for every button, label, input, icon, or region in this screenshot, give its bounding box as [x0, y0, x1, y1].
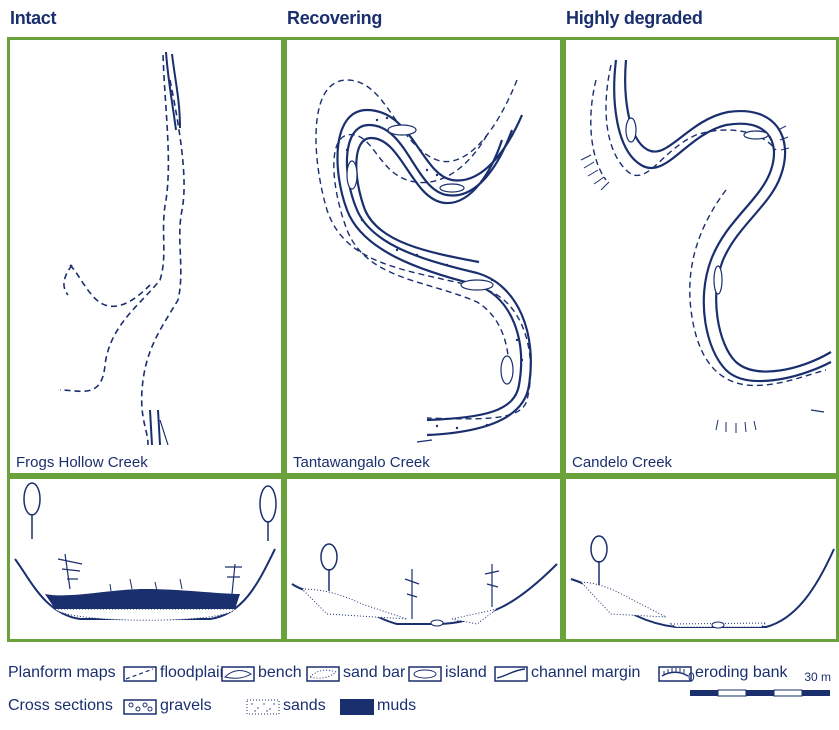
planform-map-recovering	[287, 40, 560, 473]
cross-section-panel-intact	[7, 476, 284, 642]
sand-bar-swatch-icon	[306, 666, 340, 682]
column-heading-recovering: Recovering	[287, 8, 382, 29]
floodplain-swatch-icon	[123, 666, 157, 682]
legend-gravels-label: gravels	[160, 697, 212, 715]
creek-label-tantawangalo: Tantawangalo Creek	[293, 454, 430, 471]
creek-label-frogs-hollow: Frogs Hollow Creek	[16, 454, 148, 471]
legend-island-label: island	[445, 664, 487, 682]
planform-panel-recovering: Tantawangalo Creek	[284, 37, 563, 476]
gravels-swatch-icon	[123, 699, 157, 715]
scale-bar-graphic	[690, 688, 830, 698]
planform-panel-intact: Frogs Hollow Creek	[7, 37, 284, 476]
scale-bar: 0 30 m	[688, 670, 833, 710]
cross-section-panel-degraded	[563, 476, 839, 642]
planform-map-intact	[10, 40, 281, 473]
cross-section-panel-recovering	[284, 476, 563, 642]
legend-floodplain-label: floodplain	[160, 664, 229, 682]
cross-section-intact	[10, 479, 281, 639]
legend-sand-bar-label: sand bar	[343, 664, 405, 682]
legend-bench-label: bench	[258, 664, 302, 682]
column-heading-degraded: Highly degraded	[566, 8, 703, 29]
legend-cross-title: Cross sections	[8, 697, 113, 715]
sands-swatch-icon	[246, 699, 280, 715]
legend-channel-margin-label: channel margin	[531, 664, 640, 682]
scale-start-label: 0	[688, 670, 695, 684]
eroding-bank-swatch-icon	[658, 666, 692, 682]
bench-swatch-icon	[221, 666, 255, 682]
planform-panel-degraded: Candelo Creek	[563, 37, 839, 476]
planform-map-degraded	[566, 40, 836, 473]
creek-label-candelo: Candelo Creek	[572, 454, 672, 471]
cross-section-degraded	[566, 479, 836, 639]
island-swatch-icon	[408, 666, 442, 682]
legend-sands-label: sands	[283, 697, 326, 715]
channel-margin-swatch-icon	[494, 666, 528, 682]
cross-section-recovering	[287, 479, 560, 639]
legend-planform-title: Planform maps	[8, 664, 116, 682]
column-heading-intact: Intact	[10, 8, 56, 29]
legend-muds-label: muds	[377, 697, 416, 715]
scale-end-label: 30 m	[804, 670, 831, 684]
muds-swatch-icon	[340, 699, 374, 715]
